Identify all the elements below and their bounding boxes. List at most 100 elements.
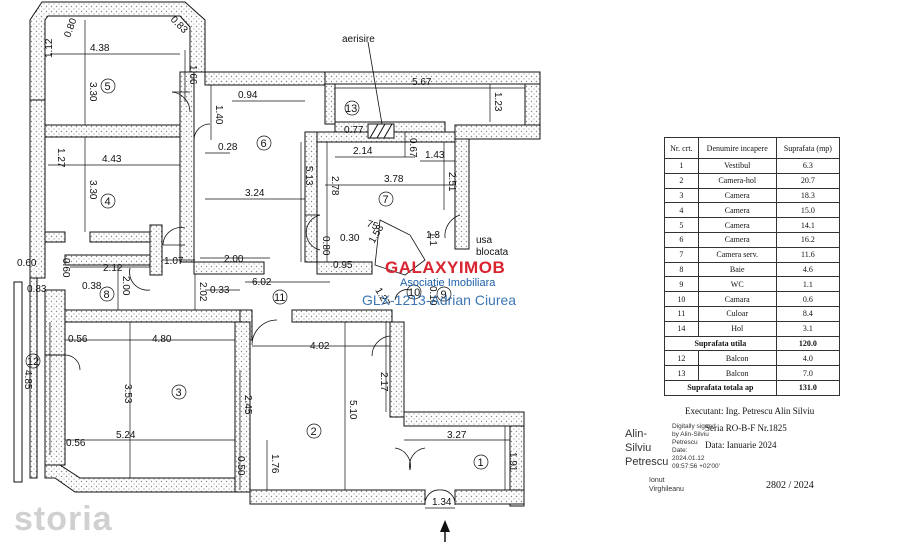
brand-watermark-subtitle: Asociatie Imobiliara — [400, 277, 496, 289]
digital-signature: 09:57:56 +02'00' — [672, 463, 720, 470]
dimension-label: 1.07 — [164, 256, 184, 267]
blocked-door-label: usa — [476, 235, 493, 246]
dimension-label: 1.3 — [426, 230, 440, 241]
dimension-label: 3.30 — [87, 180, 98, 200]
signer-name: Silviu — [625, 442, 652, 454]
table-cell: Camara — [697, 291, 777, 307]
table-cell: 2 — [664, 172, 699, 189]
table-cell: 11.6 — [775, 246, 841, 263]
table-cell: 7 — [664, 246, 699, 263]
dimension-labels: 4.38 5.67 0.94 0.77 0.28 4.43 2.14 1.43 … — [17, 34, 509, 508]
room-number: 2 — [311, 426, 317, 438]
dimension-label: 4.85 — [22, 370, 33, 390]
table-cell: Baie — [697, 261, 777, 278]
table-cell: 20.7 — [775, 172, 841, 189]
table-cell: Balcon — [697, 365, 777, 381]
table-cell: 4.6 — [775, 261, 841, 278]
signer-name: Alin- — [625, 428, 648, 440]
dimension-label: 2.00 — [224, 254, 244, 265]
executor-series: Seria RO-B-F Nr.1825 — [705, 423, 787, 433]
dimension-label: 4.02 — [310, 341, 330, 352]
table-header: Denumire incapere — [697, 137, 777, 159]
dimension-label: 5.10 — [347, 400, 358, 420]
dimension-label: 1.40 — [213, 105, 224, 125]
total-area-label: Suprafata totala ap — [664, 379, 777, 396]
room-number: 12 — [27, 356, 39, 368]
table-cell: 12 — [664, 350, 699, 367]
room-number: 5 — [105, 81, 111, 93]
vent-label: aerisire — [342, 34, 375, 45]
dimension-label: 1.76 — [269, 454, 280, 474]
dimension-label: 0.50 — [235, 456, 246, 476]
dimension-label: 0.38 — [82, 281, 102, 292]
blocked-door-label: blocata — [476, 247, 509, 258]
dimension-label: 0.80 — [62, 17, 79, 39]
usable-area-value: 120.0 — [775, 335, 841, 352]
executor-date: Data: Ianuarie 2024 — [705, 440, 777, 450]
dimension-label: 0.95 — [333, 260, 353, 271]
total-area-value: 131.0 — [775, 379, 841, 396]
digital-signature: 2024.01.12 — [672, 455, 705, 462]
table-cell: Camera — [697, 202, 777, 219]
table-cell: Camera — [697, 187, 777, 204]
drawing-number: 2802 / 2024 — [766, 480, 814, 491]
dimension-label: 1.1 — [427, 232, 438, 246]
table-cell: 8 — [664, 261, 699, 278]
dimension-label: 2.17 — [378, 372, 389, 392]
dimension-label: 5.13 — [303, 166, 314, 186]
table-cell: 13 — [664, 365, 699, 381]
table-cell: Camera serv. — [697, 246, 777, 263]
second-signer: Virghileanu — [649, 486, 684, 493]
digital-signature: Digitally signed — [672, 423, 716, 430]
dimension-label: 2.02 — [197, 282, 208, 302]
dimension-label: 0.60 — [60, 258, 71, 278]
dimension-label: 3.78 — [384, 174, 404, 185]
dimension-label: 1.91 — [507, 452, 518, 472]
second-signer: Ionut — [649, 477, 665, 484]
dimension-label: 0.80 — [320, 236, 331, 256]
table-cell: 10 — [664, 291, 699, 307]
table-cell: 14.1 — [775, 217, 841, 233]
dimension-label: 2.78 — [329, 176, 340, 196]
room-number: 10 — [408, 287, 420, 299]
room-number: 4 — [105, 196, 111, 208]
table-cell: Camera — [697, 231, 777, 248]
dimension-label: 4.80 — [152, 334, 172, 345]
table-cell: 4.0 — [775, 350, 841, 367]
dimension-label: 2.12 — [103, 263, 123, 274]
digital-signature: by Alin-Silviu — [672, 431, 709, 438]
table-cell: Camera — [697, 217, 777, 233]
dimension-label: 3.27 — [447, 430, 467, 441]
executor-line: Executant: Ing. Petrescu Alin Silviu — [685, 406, 815, 416]
area-table: Nr. crt. Denumire incapere Suprafata (mp… — [664, 137, 841, 396]
dimension-label: 0.56 — [68, 334, 88, 345]
dimension-label: 0.94 — [238, 90, 258, 101]
dimension-lines — [48, 20, 525, 509]
room-number: 13 — [345, 103, 357, 115]
table-cell: Balcon — [697, 350, 777, 367]
table-cell: WC — [697, 276, 777, 293]
room-number: 3 — [176, 387, 182, 399]
dimension-label: 3.24 — [245, 188, 265, 199]
usable-area-label: Suprafata utila — [664, 335, 777, 352]
dimension-label: 2.45 — [242, 395, 253, 415]
dimension-label: 2.00 — [120, 276, 131, 296]
dimension-label: 0.28 — [218, 142, 238, 153]
room-number: 8 — [104, 289, 110, 301]
dimension-label: 0.10 — [427, 286, 438, 306]
table-cell: 3.1 — [775, 320, 841, 337]
table-cell: 15.0 — [775, 202, 841, 219]
dimension-label: 1.12 — [44, 38, 55, 58]
table-cell: 6.3 — [775, 158, 841, 174]
table-cell: 7.0 — [775, 365, 841, 381]
dimension-label: 1.27 — [55, 148, 66, 168]
